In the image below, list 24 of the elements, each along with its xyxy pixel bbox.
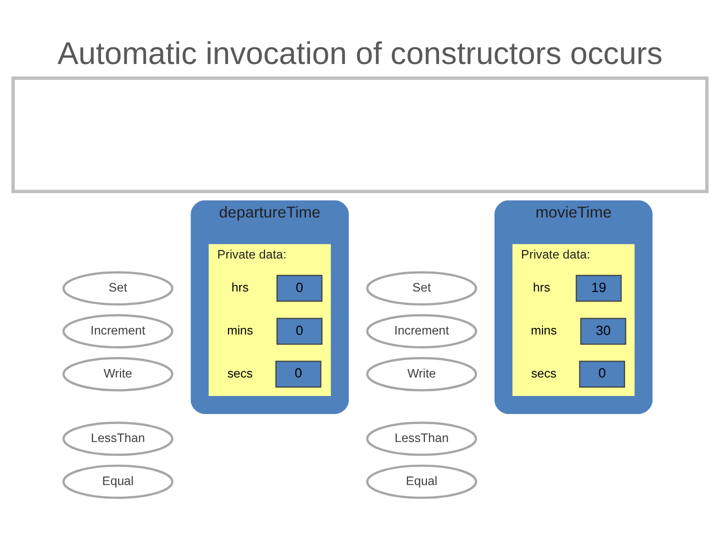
node-ellipse: LessThan [62,421,174,456]
node-box: 0 [579,360,626,388]
node-box: 0 [275,360,322,388]
node-box: 0 [276,274,322,302]
diagram-title: Automatic invocation of constructors occurs [57,36,663,71]
node-box [11,76,709,193]
node-label: secs [227,366,253,380]
node-ellipse: Equal [366,464,478,498]
node-label: hrs [232,280,249,294]
node-label: mins [227,322,254,337]
node-ellipse: Increment [366,314,478,348]
node-ellipse: Write [62,356,174,391]
node-ellipse: Equal [62,464,174,498]
node-label: mins [530,322,557,337]
node-ellipse: Increment [62,314,174,348]
node-ellipse: LessThan [366,421,478,456]
node-label: secs [531,366,556,380]
node-ellipse: Set [62,270,174,305]
node-box: 19 [576,274,622,302]
node-ellipse: Set [366,270,478,305]
node-label: hrs [533,280,550,294]
node-box: 30 [580,317,626,344]
node-box: 0 [276,317,322,344]
node-ellipse: Write [366,356,478,391]
